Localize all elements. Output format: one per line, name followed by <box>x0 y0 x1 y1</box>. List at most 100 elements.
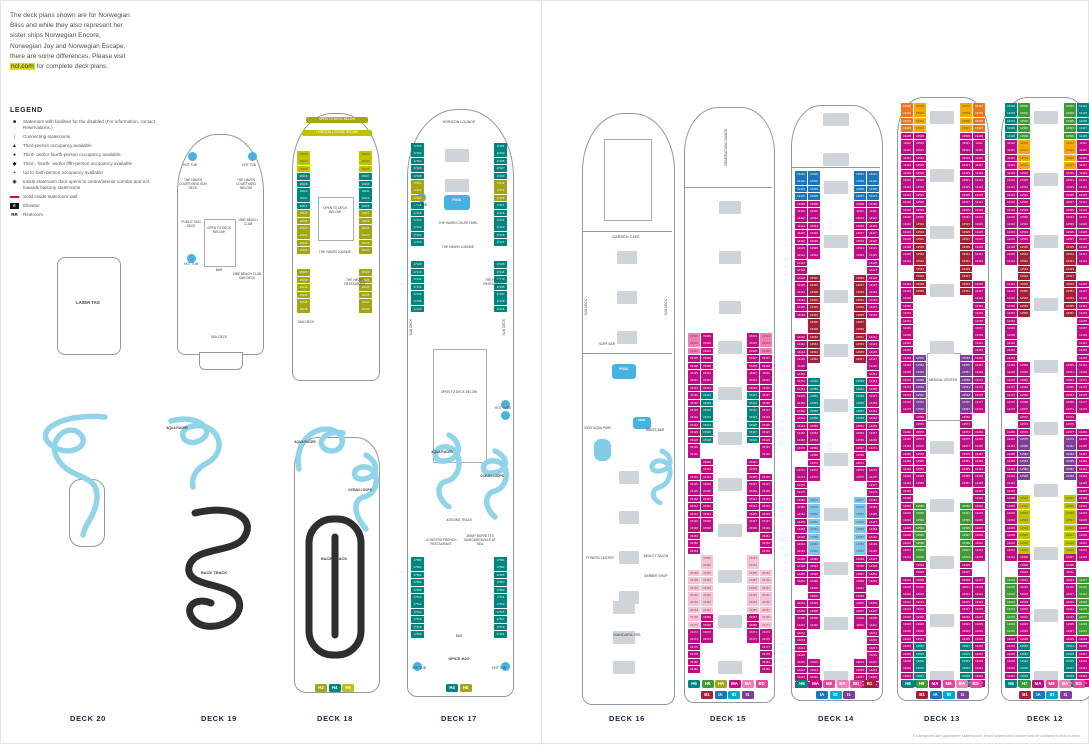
stateroom[interactable]: 15373 <box>747 636 759 643</box>
stateroom[interactable]: 12165 <box>1077 354 1089 362</box>
stateroom[interactable]: 17121 <box>494 217 507 224</box>
stateroom[interactable]: 14195 <box>867 548 879 555</box>
stateroom[interactable]: 12225 <box>1077 606 1089 613</box>
stateroom[interactable]: 15346 <box>701 518 713 525</box>
stateroom[interactable]: 13149 <box>973 295 985 302</box>
stateroom[interactable]: 14111 <box>867 208 879 215</box>
stateroom[interactable]: 15158 <box>688 577 700 584</box>
stateroom[interactable]: 18108 <box>297 180 310 188</box>
stateroom[interactable]: 13536 <box>914 236 926 243</box>
stateroom[interactable]: 15176 <box>688 643 700 651</box>
stateroom[interactable]: 18137 <box>359 299 372 306</box>
stateroom[interactable]: 14585 <box>854 526 866 533</box>
stateroom[interactable]: 12555 <box>1064 302 1076 310</box>
stateroom[interactable]: 13557 <box>960 369 972 376</box>
stateroom[interactable]: 12543 <box>1064 258 1076 265</box>
stateroom[interactable]: 12227 <box>1077 613 1089 621</box>
stateroom[interactable]: 13522 <box>914 184 926 191</box>
stateroom[interactable]: 14518 <box>808 237 820 245</box>
stateroom[interactable]: 18126 <box>297 247 310 254</box>
stateroom[interactable]: 12158 <box>1005 332 1017 339</box>
stateroom[interactable]: 12565 <box>1064 384 1076 391</box>
stateroom[interactable]: 14128 <box>795 274 807 282</box>
stateroom[interactable]: 13594 <box>914 524 926 532</box>
stateroom[interactable]: 12121 <box>1077 177 1089 184</box>
stateroom[interactable]: 15104 <box>688 347 700 355</box>
stateroom[interactable]: 12182 <box>1005 436 1017 443</box>
stateroom[interactable]: 15304 <box>701 347 713 355</box>
stateroom[interactable]: 14521 <box>854 245 866 252</box>
stateroom[interactable]: 14172 <box>795 467 807 474</box>
stateroom[interactable]: 12613 <box>1064 576 1076 584</box>
stateroom[interactable]: 12598 <box>1018 524 1030 532</box>
stateroom[interactable]: 14218 <box>795 652 807 659</box>
stateroom[interactable]: 13615 <box>960 598 972 606</box>
stateroom[interactable]: 14605 <box>854 600 866 607</box>
stateroom[interactable]: 12187 <box>1077 450 1089 458</box>
stateroom[interactable]: 12591 <box>1064 495 1076 502</box>
stateroom[interactable]: 15320 <box>701 407 713 414</box>
stateroom[interactable]: 17107 <box>494 165 507 172</box>
stateroom[interactable]: 12517 <box>1064 162 1076 169</box>
stateroom[interactable]: 18129 <box>359 269 372 276</box>
stateroom[interactable]: 13102 <box>901 110 913 117</box>
stateroom[interactable]: 14106 <box>795 193 807 200</box>
stateroom[interactable]: 14538 <box>808 326 820 333</box>
stateroom[interactable]: 14502 <box>808 178 820 185</box>
stateroom[interactable]: 12623 <box>1064 613 1076 621</box>
stateroom[interactable]: 15103 <box>760 340 772 347</box>
stateroom[interactable]: 12177 <box>1077 399 1089 406</box>
stateroom[interactable]: 12132 <box>1005 221 1017 228</box>
stateroom[interactable]: 15315 <box>747 384 759 392</box>
stateroom[interactable]: 15367 <box>747 614 759 621</box>
stateroom[interactable]: 14177 <box>867 481 879 489</box>
stateroom[interactable]: 18112 <box>297 195 310 202</box>
stateroom[interactable]: 12124 <box>1005 191 1017 199</box>
stateroom[interactable]: 14596 <box>808 570 820 578</box>
stateroom[interactable]: 13580 <box>914 458 926 465</box>
stateroom[interactable]: 13537 <box>960 236 972 243</box>
stateroom[interactable]: 13587 <box>960 480 972 487</box>
stateroom[interactable]: 13544 <box>914 265 926 273</box>
stateroom[interactable]: 12534 <box>1018 228 1030 236</box>
stateroom[interactable]: 13165 <box>973 354 985 362</box>
stateroom[interactable]: 13154 <box>901 317 913 325</box>
stateroom[interactable]: 15303 <box>747 340 759 347</box>
stateroom[interactable]: 14607 <box>854 607 866 615</box>
stateroom[interactable]: 15362 <box>701 599 713 606</box>
stateroom[interactable]: 14115 <box>867 222 879 230</box>
stateroom[interactable]: 17114 <box>411 194 424 202</box>
stateroom[interactable]: 13241 <box>973 665 985 672</box>
stateroom[interactable]: 14556 <box>808 407 820 415</box>
stateroom[interactable]: 15151 <box>760 532 772 540</box>
stateroom[interactable]: 14176 <box>795 481 807 489</box>
stateroom[interactable]: 12639 <box>1064 672 1076 680</box>
stateroom[interactable]: 12618 <box>1018 598 1030 606</box>
stateroom[interactable]: 12605 <box>1064 547 1076 554</box>
stateroom[interactable]: 17126 <box>411 239 424 246</box>
stateroom[interactable]: 17502 <box>411 564 424 571</box>
stateroom[interactable]: 13526 <box>914 199 926 206</box>
stateroom[interactable]: 13218 <box>901 584 913 591</box>
stateroom[interactable]: 13196 <box>901 487 913 495</box>
stateroom[interactable]: 13121 <box>973 177 985 184</box>
stateroom[interactable]: 13231 <box>973 628 985 635</box>
stateroom[interactable]: 13504 <box>914 117 926 125</box>
stateroom[interactable]: 12638 <box>1018 672 1030 680</box>
stateroom[interactable]: 12195 <box>1077 480 1089 487</box>
stateroom[interactable]: 12160 <box>1005 339 1017 347</box>
stateroom[interactable]: 15136 <box>688 481 700 488</box>
stateroom[interactable]: 14144 <box>795 348 807 356</box>
stateroom[interactable]: 13124 <box>901 191 913 199</box>
stateroom[interactable]: 14506 <box>808 193 820 200</box>
stateroom[interactable]: 13106 <box>901 125 913 132</box>
stateroom[interactable]: 14611 <box>854 622 866 629</box>
stateroom[interactable]: 14546 <box>808 356 820 363</box>
stateroom[interactable]: 12604 <box>1018 547 1030 554</box>
stateroom[interactable]: 12234 <box>1005 643 1017 650</box>
stateroom[interactable]: 14543 <box>854 341 866 348</box>
stateroom[interactable]: 13620 <box>914 621 926 628</box>
stateroom[interactable]: 13612 <box>914 591 926 598</box>
stateroom[interactable]: 12162 <box>1005 347 1017 354</box>
stateroom[interactable]: 14583 <box>854 518 866 526</box>
